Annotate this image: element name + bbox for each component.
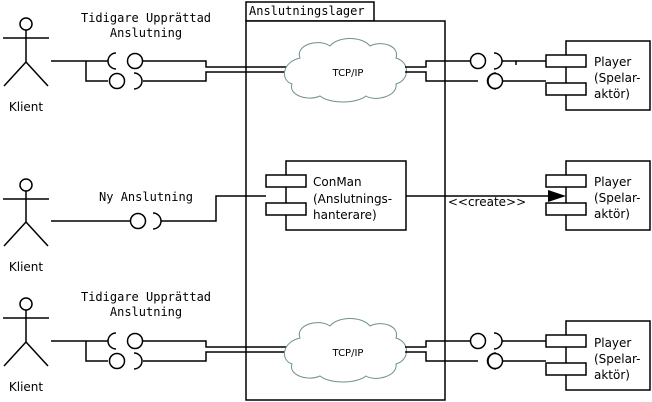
lollipop-icon bbox=[108, 352, 126, 370]
actor-client-2: Klient bbox=[3, 178, 49, 274]
component-desc: aktör) bbox=[594, 368, 630, 382]
component-box bbox=[565, 160, 651, 231]
player-interface-top bbox=[405, 52, 546, 90]
lollipop-icon bbox=[108, 72, 126, 90]
actor-head bbox=[19, 17, 33, 31]
actor-label: Klient bbox=[9, 260, 44, 274]
connection-label: Ny Anslutning bbox=[99, 190, 193, 204]
lollipop-icon bbox=[469, 52, 487, 70]
container-title: Anslutningslager bbox=[249, 4, 365, 18]
component-name: Player bbox=[594, 175, 631, 189]
connection-label: Tidigare Upprättad bbox=[81, 290, 211, 304]
socket-icon bbox=[107, 332, 117, 350]
tcpip-cloud-bottom: TCP/IP bbox=[284, 318, 407, 383]
lollipop-icon bbox=[129, 212, 147, 230]
component-box bbox=[565, 40, 651, 111]
create-dependency: <<create>> bbox=[406, 190, 566, 209]
tcpip-cloud-top: TCP/IP bbox=[284, 38, 407, 103]
component-name: Player bbox=[594, 55, 631, 69]
component-port-icon bbox=[265, 174, 307, 188]
cloud-shape bbox=[284, 318, 407, 383]
actor-label: Klient bbox=[9, 380, 44, 394]
component-port-icon bbox=[545, 202, 587, 216]
socket-icon bbox=[493, 52, 503, 70]
actor-head bbox=[19, 297, 33, 311]
lollipop-icon bbox=[469, 332, 487, 350]
cloud-label: TCP/IP bbox=[332, 348, 364, 359]
component-port-icon bbox=[545, 174, 587, 188]
cloud-shape bbox=[284, 38, 407, 103]
component-port-icon bbox=[545, 82, 587, 96]
component-name: Player bbox=[594, 336, 631, 350]
player-component-3: Player (Spelar- aktör) bbox=[545, 320, 651, 391]
client-interface-middle bbox=[51, 195, 266, 230]
player-component-1: Player (Spelar- aktör) bbox=[545, 40, 651, 111]
socket-icon bbox=[133, 352, 143, 370]
lollipop-icon bbox=[486, 352, 504, 370]
player-component-2: Player (Spelar- aktör) bbox=[545, 160, 651, 231]
actor-head bbox=[19, 178, 33, 192]
component-desc: (Spelar- bbox=[594, 191, 640, 205]
component-box bbox=[285, 160, 407, 231]
lollipop-icon bbox=[126, 52, 144, 70]
create-label: <<create>> bbox=[448, 195, 526, 209]
connection-label: Anslutning bbox=[110, 305, 182, 319]
actor-client-1: Klient bbox=[3, 17, 49, 114]
component-desc: hanterare) bbox=[313, 208, 377, 222]
component-desc: aktör) bbox=[594, 87, 630, 101]
component-port-icon bbox=[545, 334, 587, 348]
component-name: ConMan bbox=[313, 175, 362, 189]
lollipop-icon bbox=[486, 72, 504, 90]
socket-icon bbox=[152, 212, 162, 230]
connection-label: Tidigare Upprättad bbox=[81, 11, 211, 25]
client-interface-bottom bbox=[51, 332, 287, 370]
component-port-icon bbox=[545, 54, 587, 68]
actor-client-3: Klient bbox=[3, 297, 49, 394]
client-interface-top bbox=[51, 52, 287, 90]
actor-label: Klient bbox=[9, 100, 44, 114]
socket-icon bbox=[107, 52, 117, 70]
socket-icon bbox=[133, 72, 143, 90]
arrowhead-icon bbox=[548, 190, 566, 202]
component-desc: (Anslutnings- bbox=[313, 192, 392, 206]
cloud-label: TCP/IP bbox=[332, 68, 364, 79]
component-desc: (Spelar- bbox=[594, 352, 640, 366]
component-desc: aktör) bbox=[594, 207, 630, 221]
component-desc: (Spelar- bbox=[594, 71, 640, 85]
lollipop-icon bbox=[126, 332, 144, 350]
component-port-icon bbox=[265, 202, 307, 216]
component-port-icon bbox=[545, 362, 587, 376]
connection-label: Anslutning bbox=[110, 26, 182, 40]
conman-component: ConMan (Anslutnings- hanterare) bbox=[265, 160, 407, 231]
socket-icon bbox=[493, 332, 503, 350]
component-box bbox=[565, 320, 651, 391]
player-interface-bottom bbox=[405, 332, 546, 370]
